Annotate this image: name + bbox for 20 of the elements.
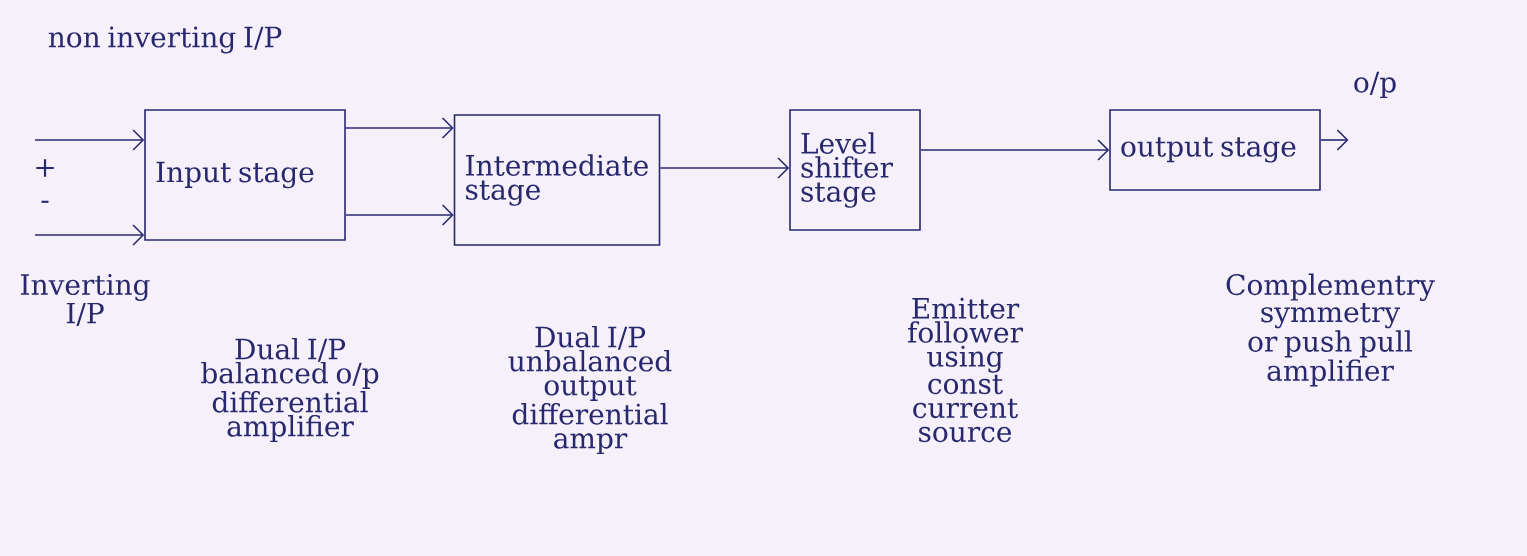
stage-box: Intermediate stage — [453, 114, 661, 246]
stage-description: Complementry symmetry or push pull amplifier — [1226, 273, 1435, 387]
stage-box: Input stage — [144, 109, 346, 241]
stage-description: Dual I/P balanced o/p differential amplifier — [201, 337, 379, 443]
arrow — [1320, 129, 1349, 151]
stage-description: Emitter follower using const current source — [908, 297, 1023, 443]
input-label: + — [36, 159, 54, 177]
stage-box: Level shifter stage — [789, 109, 921, 231]
stage-description: Dual I/P unbalanced output differential ampr — [508, 325, 672, 455]
arrow — [345, 204, 454, 226]
arrow — [659, 157, 790, 179]
input-label: Inverting I/P — [21, 274, 150, 326]
arrow — [920, 139, 1110, 161]
input-label: non inverting I/P — [48, 26, 282, 54]
arrow — [345, 117, 454, 139]
arrow — [34, 224, 145, 246]
stage-box: output stage — [1109, 109, 1321, 191]
arrow — [34, 129, 145, 151]
input-label: - — [41, 200, 49, 203]
output-label: o/p — [1354, 71, 1396, 99]
